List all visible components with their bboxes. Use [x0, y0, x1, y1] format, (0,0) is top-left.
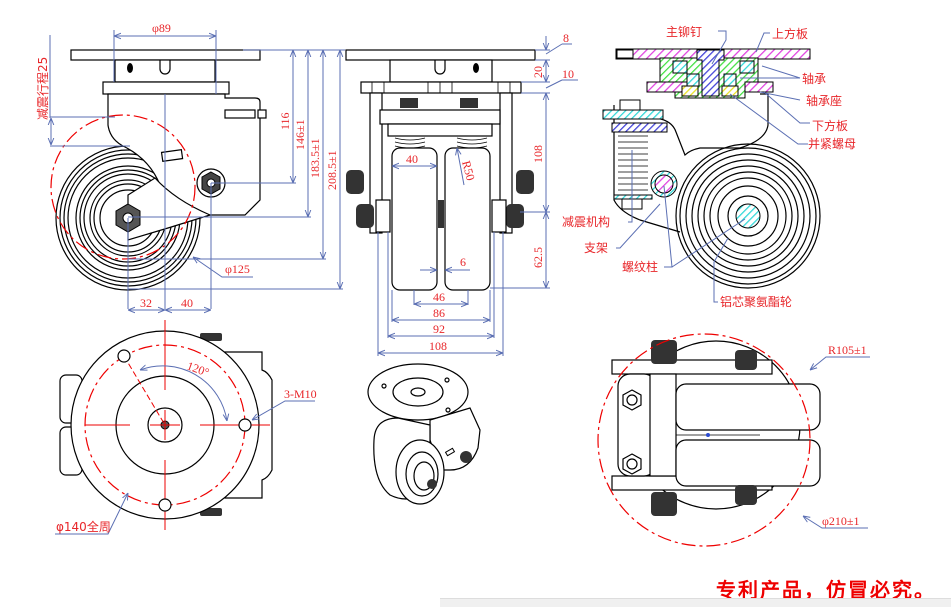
dim-plate-8: 8 — [563, 31, 569, 45]
nut-icon — [516, 170, 534, 194]
swing-arm — [127, 177, 212, 241]
wheel-top — [675, 383, 821, 431]
nut-icon — [651, 492, 677, 516]
label-upper-plate: 上方板 — [772, 26, 808, 41]
dim-height-116: 116 — [278, 112, 292, 130]
nut-icon — [506, 204, 524, 228]
dim-height-183: 183.5±1 — [308, 138, 322, 178]
hex-bolt-icon — [622, 453, 642, 475]
dim-span-108: 108 — [429, 339, 447, 353]
label-lock-nut: 并紧螺母 — [808, 137, 856, 151]
dim-swivel-20: 20 — [531, 66, 545, 78]
label-bracket: 支架 — [584, 241, 608, 255]
swing-circle — [597, 333, 811, 547]
dim-holes: 3-M10 — [284, 387, 317, 401]
dim-span-86: 86 — [433, 306, 445, 320]
wheel-left — [391, 147, 438, 291]
dim-height-146: 146±1 — [293, 119, 307, 150]
nut-icon — [346, 170, 364, 194]
dim-wheel-width: 40 — [406, 152, 418, 166]
dim-lower-10: 10 — [562, 67, 574, 81]
mount-hole — [117, 349, 131, 363]
grease-nipple-icon — [127, 63, 133, 73]
label-main-rivet: 主铆钉 — [666, 24, 702, 39]
mount-hole — [158, 498, 172, 512]
dim-height-208: 208.5±1 — [325, 150, 339, 190]
nut-icon — [735, 350, 757, 370]
top-view: 120° 3-M10 φ140全周 — [55, 320, 317, 535]
dim-offset-32: 32 — [140, 296, 152, 310]
label-shock-mechanism: 减震机构 — [562, 214, 610, 229]
bottom-view: R105±1 φ210±1 — [597, 333, 870, 547]
label-bearing-seat: 轴承座 — [806, 93, 842, 108]
dim-wheel-diameter: φ125 — [225, 262, 250, 276]
nut-icon — [735, 485, 757, 505]
nut-icon — [356, 204, 374, 228]
label-lower-plate: 下方板 — [812, 118, 848, 133]
section-view: 主铆钉 上方板 轴承 轴承座 下方板 并紧螺母 减震机构 支架 螺纹柱 铝芯聚氨… — [562, 24, 856, 309]
label-wheel: 铝芯聚氨酯轮 — [720, 294, 792, 309]
bottom-divider — [440, 598, 951, 607]
front-view: 40 R50 6 46 86 92 108 8 20 — [345, 31, 578, 356]
wheel-bottom — [675, 439, 821, 487]
dim-frame-108: 108 — [531, 145, 545, 163]
dim-swing-radius: R105±1 — [828, 343, 867, 357]
top-plate — [70, 49, 261, 61]
dim-inner-46: 46 — [433, 290, 445, 304]
label-bearing: 轴承 — [802, 71, 826, 86]
angle-arc — [140, 366, 227, 421]
isometric-view — [367, 363, 481, 505]
lower-plate — [102, 81, 230, 95]
stop-pin — [224, 109, 256, 119]
main-rivet-section — [696, 49, 725, 97]
dim-top-diameter: φ89 — [152, 21, 171, 35]
side-view: φ89 减震行程25 116 146±1 183.5±1 208.5±1 φ12… — [35, 21, 345, 310]
nut-icon — [651, 340, 677, 364]
dim-axle-62-5: 62.5 — [531, 247, 545, 268]
dim-swing-diameter: φ210±1 — [822, 514, 860, 528]
hex-bolt-icon — [622, 389, 642, 411]
shock-travel-arc — [50, 114, 196, 260]
dim-gap: 6 — [460, 255, 466, 269]
polyurethane-wheel-section — [675, 143, 821, 289]
label-threaded-post: 螺纹柱 — [622, 259, 658, 274]
dim-radius-r50: R50 — [459, 159, 478, 182]
dim-bolt-circle: φ140全周 — [56, 519, 111, 534]
dim-shock-travel: 减震行程25 — [35, 57, 50, 120]
dim-offset-40: 40 — [181, 296, 193, 310]
mount-hole — [238, 418, 252, 432]
threaded-post-section — [654, 174, 674, 194]
dim-span-92: 92 — [433, 322, 445, 336]
lower-plate-section — [744, 81, 774, 93]
